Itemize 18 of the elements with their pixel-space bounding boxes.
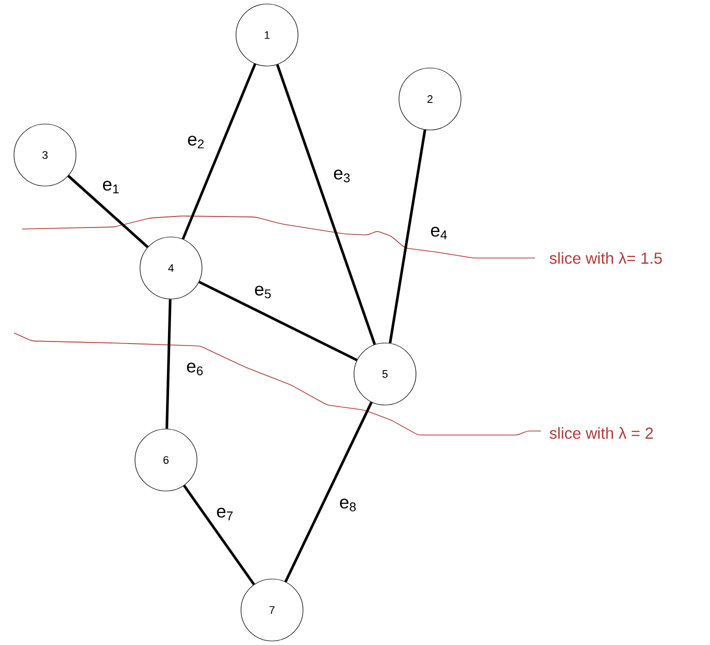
edge-line	[284, 402, 373, 582]
edge-label: e$_{7}$	[215, 506, 235, 522]
edge-line	[182, 63, 256, 240]
edge-label: e$_{8}$	[338, 498, 358, 512]
edge-line	[166, 299, 172, 429]
edge-label: e$_{5}$	[253, 284, 273, 300]
edge-label: e$_{4}$	[429, 226, 449, 240]
edge-label: e$_{1}$	[101, 180, 121, 194]
edge-line	[388, 130, 426, 344]
edge-line	[183, 484, 255, 586]
slice-label: slice with λ= 1.5	[550, 252, 662, 264]
edge-label: e$_{2}$	[186, 134, 206, 150]
edge-label: e$_{6}$	[185, 362, 205, 376]
edge-line	[67, 174, 149, 248]
edge-label: e$_{3}$	[332, 168, 352, 184]
edge-line	[276, 64, 376, 345]
slice-label: slice with λ = 2	[550, 427, 653, 439]
edge-line	[198, 280, 358, 362]
